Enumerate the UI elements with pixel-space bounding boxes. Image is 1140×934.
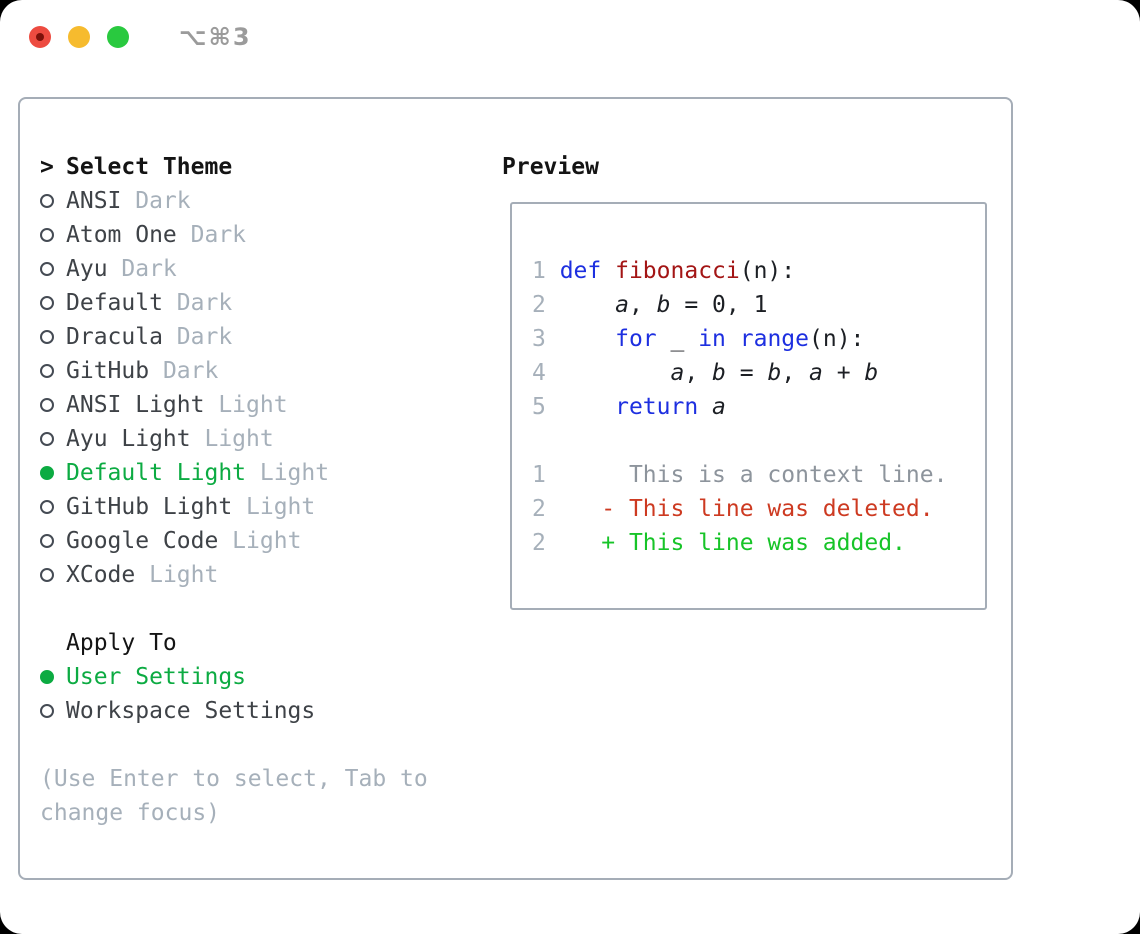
line-number: 5 [532,394,560,420]
line-number: 1 [532,258,560,284]
line-number: 2 [532,292,560,318]
theme-name: Ayu [66,256,108,282]
line-content: This is a context line. [559,462,948,488]
line-content: return a [615,394,726,420]
keyboard-shortcut-label: ⌥⌘3 [179,23,252,51]
line-content: a, b = b, a + b [670,360,879,386]
radio-unselected-icon [40,218,66,242]
help-line-2: change focus) [40,800,221,826]
theme-option-github[interactable]: GitHub Dark [40,354,329,388]
line-number: 3 [532,326,560,352]
apply-option-user-settings[interactable]: User Settings [40,660,315,694]
apply-to-header: Apply To [40,626,315,660]
radio-unselected-icon [40,320,66,344]
theme-variant-tag: Light [190,426,274,452]
line-number: 4 [532,360,560,386]
line-content: def fibonacci(n): [559,258,796,284]
theme-variant-tag: Light [135,562,219,588]
radio-unselected-icon [40,422,66,446]
theme-variant-tag: Dark [176,222,247,248]
theme-option-github-light[interactable]: GitHub Light Light [40,490,329,524]
radio-unselected-icon [40,286,66,310]
theme-variant-tag: Light [246,460,330,486]
preview-code-line: 5 return a [532,390,985,424]
line-number: 1 [532,462,560,488]
theme-name: Default Light [66,460,247,486]
theme-name: GitHub Light [66,494,233,520]
theme-option-atom-one[interactable]: Atom One Dark [40,218,329,252]
line-content: a, b = 0, 1 [615,292,768,318]
preview-code-line: 2 + This line was added. [532,526,985,560]
cursor-caret-icon: > [40,154,54,180]
line-number: 2 [532,530,560,556]
line-number [532,424,560,458]
zoom-button[interactable] [107,26,129,48]
select-theme-header: > Select Theme [40,150,329,184]
preview-code-line: 1 def fibonacci(n): [532,254,985,288]
theme-name: Default [66,290,163,316]
radio-unselected-icon [40,388,66,412]
apply-option-label: Workspace Settings [66,698,316,724]
theme-name: Dracula [66,324,163,350]
apply-to-title: Apply To [66,630,177,656]
help-line-1: (Use Enter to select, Tab to [40,766,428,792]
preview-code-line [532,424,985,458]
theme-option-ayu[interactable]: Ayu Dark [40,252,329,286]
select-theme-title: Select Theme [66,154,233,180]
radio-unselected-icon [40,558,66,582]
theme-name: Atom One [66,222,177,248]
titlebar: ⌥⌘3 [29,23,252,51]
theme-variant-tag: Dark [162,290,233,316]
apply-option-workspace-settings[interactable]: Workspace Settings [40,694,315,728]
preview-code-line: 3 for _ in range(n): [532,322,985,356]
radio-unselected-icon [40,694,66,718]
radio-unselected-icon [40,252,66,276]
theme-variant-tag: Dark [149,358,219,384]
close-button[interactable] [29,26,51,48]
theme-option-ansi-light[interactable]: ANSI Light Light [40,388,329,422]
radio-unselected-icon [40,184,66,208]
theme-name: ANSI [66,188,122,214]
radio-unselected-icon [40,524,66,548]
line-content: for _ in range(n): [615,326,865,352]
theme-name: Ayu Light [66,426,191,452]
radio-unselected-icon [40,354,66,378]
theme-name: XCode [66,562,136,588]
line-number: 2 [532,496,560,522]
theme-option-dracula[interactable]: Dracula Dark [40,320,329,354]
radio-selected-icon [40,456,66,480]
theme-variant-tag: Dark [121,188,191,214]
theme-name: ANSI Light [66,392,205,418]
theme-option-google-code[interactable]: Google Code Light [40,524,329,558]
preview-title: Preview [502,154,599,180]
line-content: + This line was added. [559,530,906,556]
theme-name: GitHub [66,358,150,384]
theme-variant-tag: Dark [162,324,233,350]
theme-option-default[interactable]: Default Dark [40,286,329,320]
radio-selected-icon [40,660,66,684]
line-content: - This line was deleted. [559,496,934,522]
theme-variant-tag: Light [232,494,316,520]
radio-unselected-icon [40,490,66,514]
preview-code-line: 2 a, b = 0, 1 [532,288,985,322]
preview-code-line: 1 This is a context line. [532,458,985,492]
minimize-button[interactable] [68,26,90,48]
theme-variant-tag: Dark [107,256,177,282]
help-text: (Use Enter to select, Tab to change focu… [40,762,428,830]
theme-variant-tag: Light [218,528,302,554]
apply-option-label: User Settings [66,664,247,690]
theme-option-ansi[interactable]: ANSI Dark [40,184,329,218]
theme-option-xcode[interactable]: XCode Light [40,558,329,592]
preview-code-line: 2 - This line was deleted. [532,492,985,526]
theme-variant-tag: Light [204,392,288,418]
theme-option-default-light[interactable]: Default Light Light [40,456,329,490]
preview-code-line: 4 a, b = b, a + b [532,356,985,390]
theme-name: Google Code [66,528,219,554]
theme-option-ayu-light[interactable]: Ayu Light Light [40,422,329,456]
